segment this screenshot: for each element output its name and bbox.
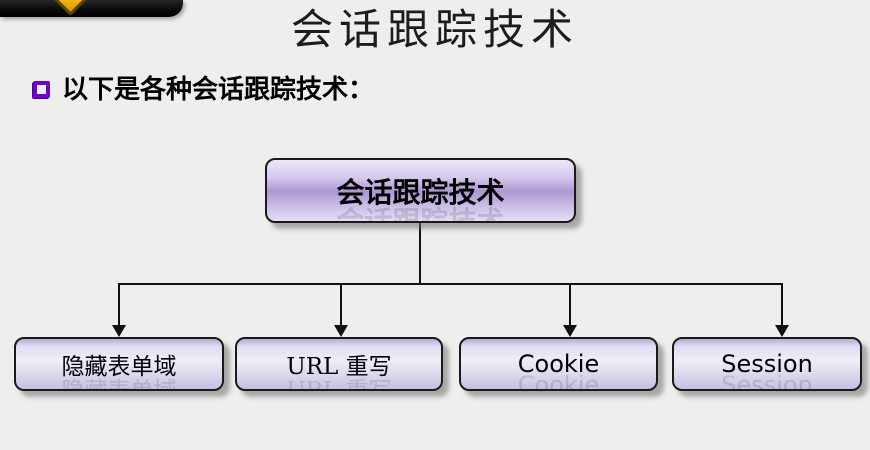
corner-tab-decoration bbox=[0, 0, 183, 17]
node-label-reflection: Cookie bbox=[517, 371, 600, 391]
arrow-down-icon bbox=[334, 325, 348, 337]
connector-branch-line bbox=[781, 285, 783, 326]
bullet-row: 以下是各种会话跟踪技术： bbox=[33, 74, 374, 106]
connector-root-stub bbox=[419, 223, 421, 284]
diagram-node-root: 会话跟踪技术 会话跟踪技术 bbox=[265, 158, 576, 223]
arrow-down-icon bbox=[112, 325, 126, 337]
node-label: URL 重写 bbox=[286, 354, 392, 380]
diagram-node-hidden-form-field: 隐藏表单域 隐藏表单域 bbox=[14, 337, 224, 391]
slide-title: 会话跟踪技术 bbox=[290, 5, 579, 54]
connector-branch-line bbox=[118, 285, 120, 326]
node-label: 隐藏表单域 bbox=[61, 354, 177, 380]
node-label-reflection: URL 重写 bbox=[286, 378, 392, 391]
node-label-reflection: 会话跟踪技术 bbox=[336, 205, 505, 223]
node-label: Cookie bbox=[517, 350, 600, 378]
node-label-reflection: 隐藏表单域 bbox=[61, 378, 177, 391]
diagram-node-session: Session Session bbox=[672, 337, 862, 391]
connector-branch-line bbox=[569, 285, 571, 326]
node-label-reflection: Session bbox=[721, 371, 813, 391]
bullet-text: 以下是各种会话跟踪技术： bbox=[62, 75, 375, 105]
arrow-down-icon bbox=[563, 325, 577, 337]
diagram-node-cookie: Cookie Cookie bbox=[459, 337, 658, 391]
arrow-down-icon bbox=[775, 325, 789, 337]
square-bullet-icon bbox=[33, 81, 50, 98]
node-label: 会话跟踪技术 bbox=[336, 175, 505, 209]
node-label: Session bbox=[721, 350, 813, 378]
connector-branch-line bbox=[340, 285, 342, 326]
diagram-node-url-rewriting: URL 重写 URL 重写 bbox=[235, 337, 443, 391]
connector-horizontal-line bbox=[118, 283, 783, 285]
